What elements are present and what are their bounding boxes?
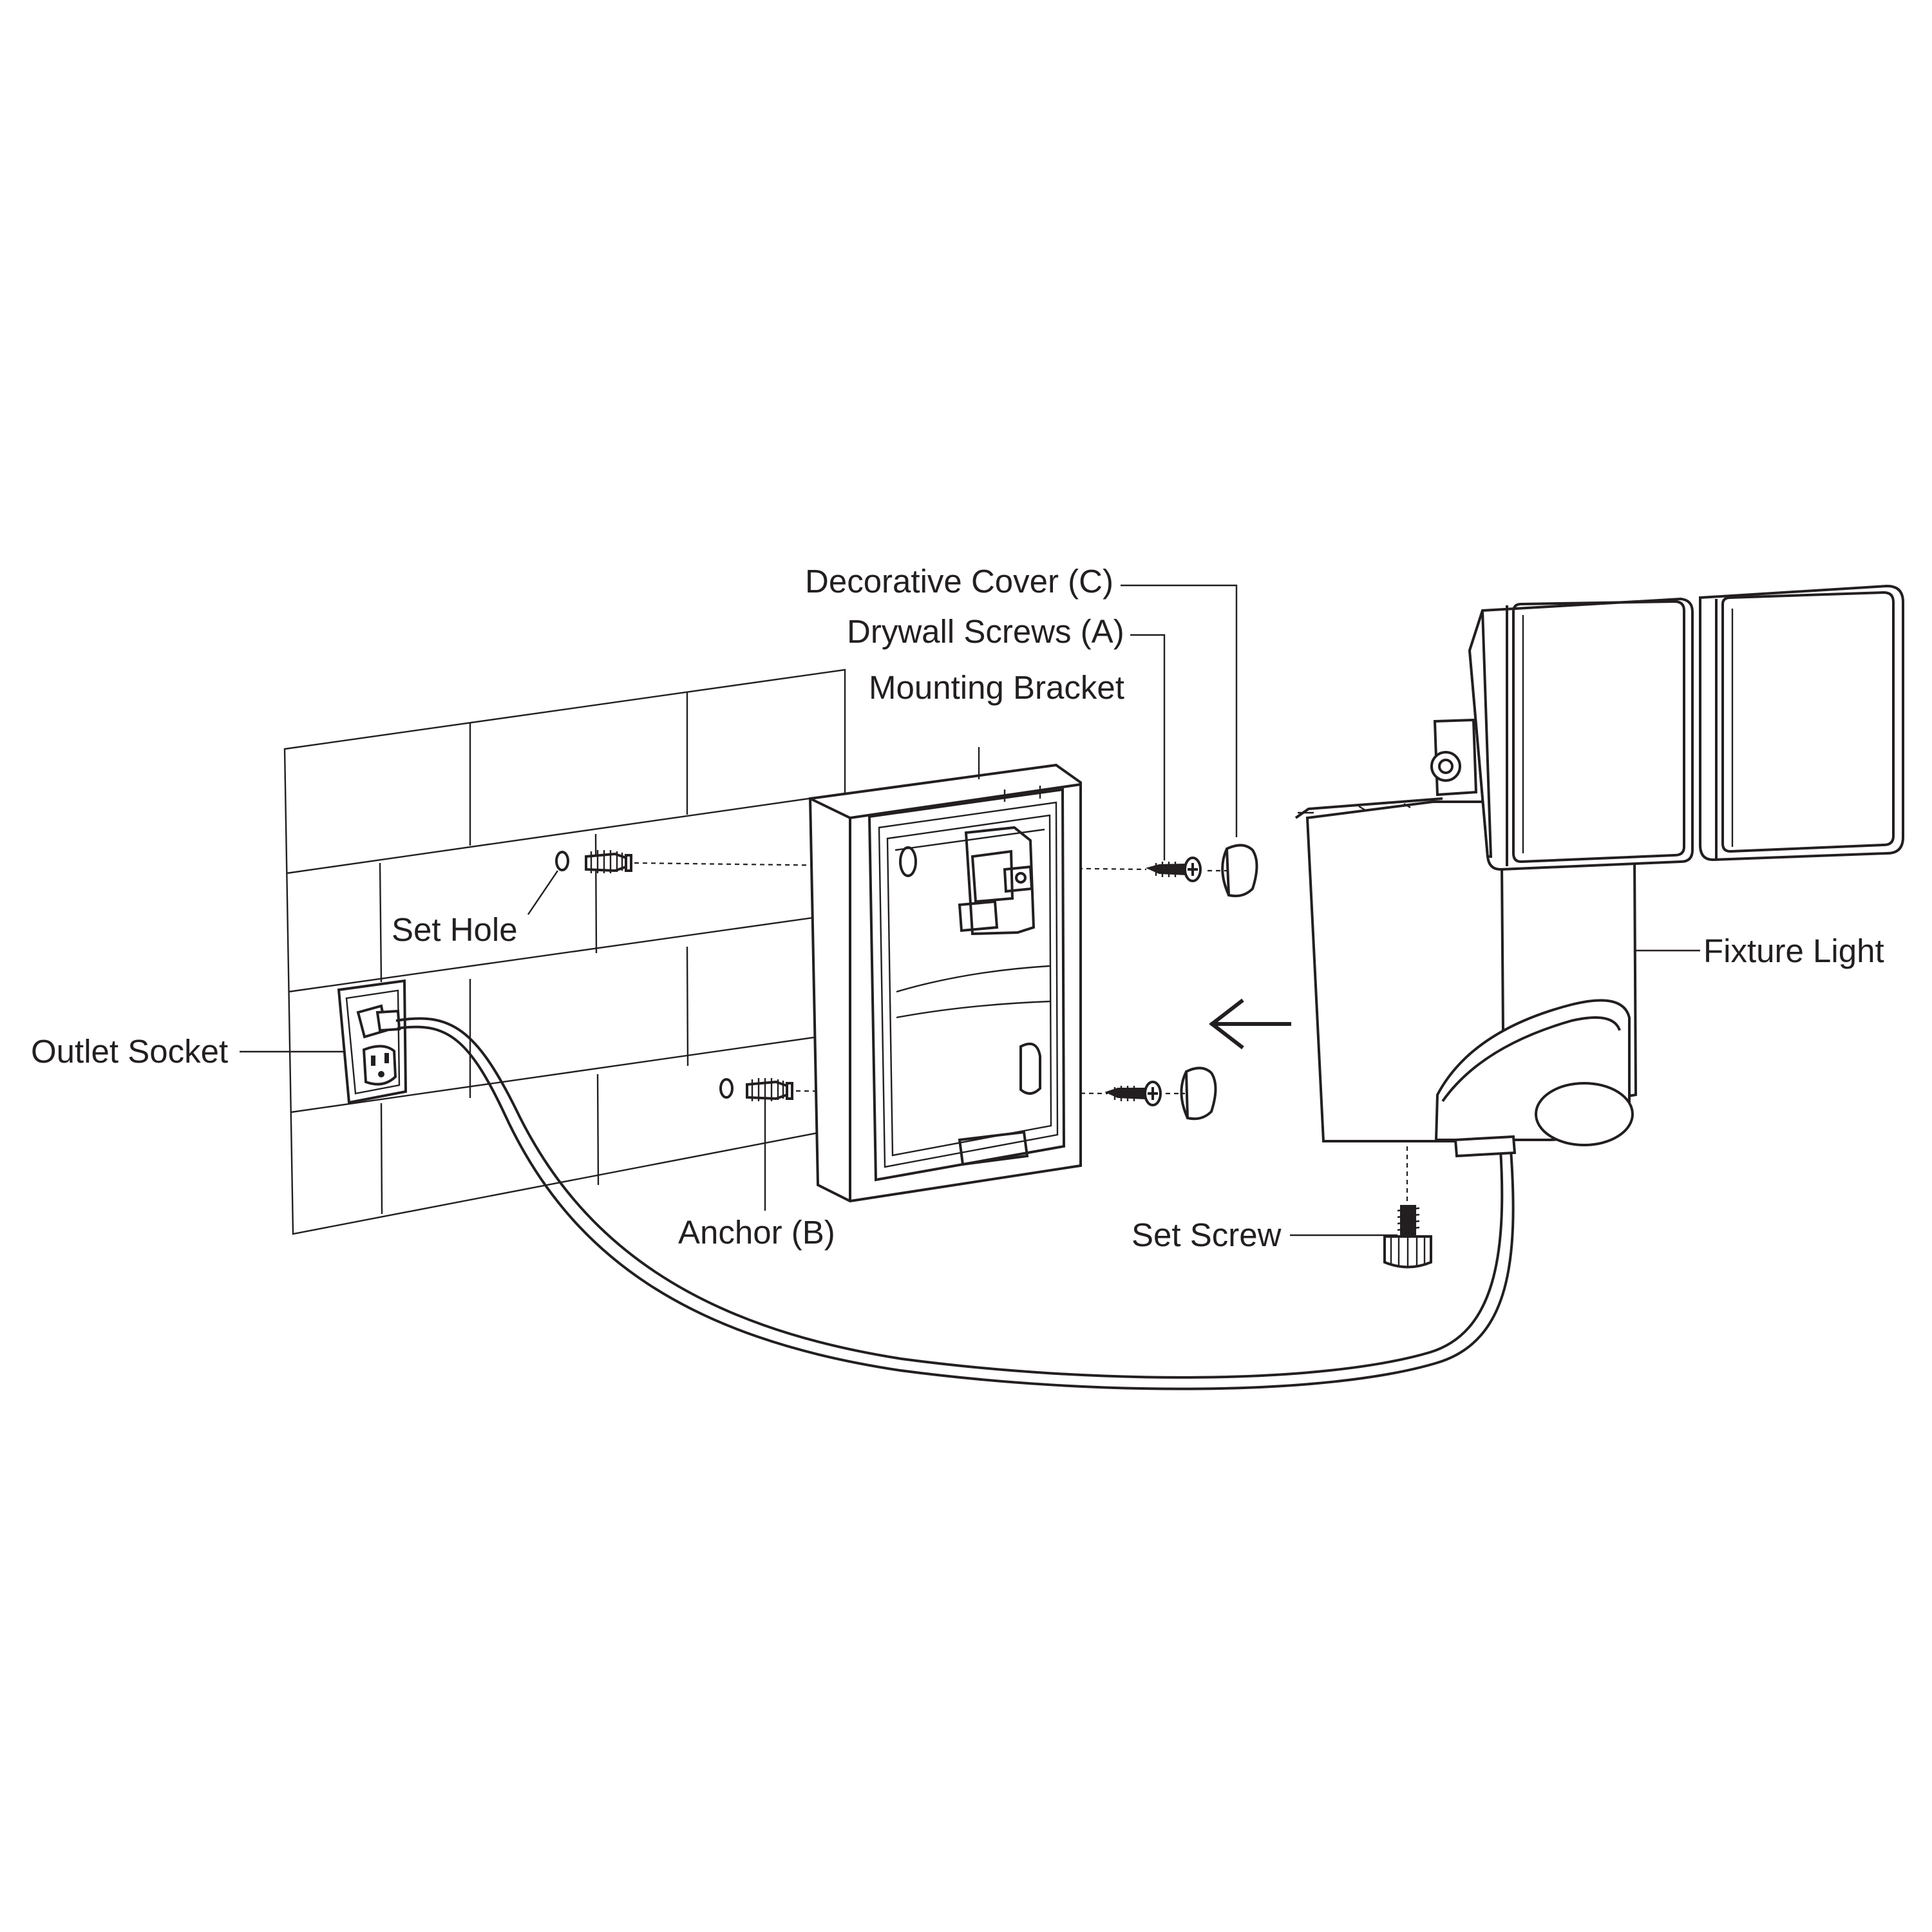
label-set-screw: Set Screw [1132, 1217, 1282, 1253]
fixture-light-icon [1294, 584, 1904, 1158]
label-decorative-cover: Decorative Cover (C) [805, 563, 1113, 600]
label-outlet-socket: Outlet Socket [31, 1033, 228, 1070]
wall-icon [283, 668, 846, 1235]
anchor-icon [746, 1078, 793, 1101]
label-fixture-light: Fixture Light [1703, 933, 1884, 969]
power-cord-icon [395, 1017, 1515, 1390]
anchor-icon [585, 850, 632, 873]
decorative-cover-icon [1180, 1066, 1217, 1121]
leader-lines [240, 584, 1700, 1236]
decorative-cover-icon [1221, 844, 1258, 898]
drywall-screw-icon [1146, 857, 1202, 882]
label-mounting-bracket: Mounting Bracket [869, 669, 1124, 706]
outlet-icon [337, 979, 408, 1104]
set-screw-icon [1383, 1205, 1432, 1269]
label-anchor: Anchor (B) [678, 1214, 835, 1251]
label-drywall-screws: Drywall Screws (A) [847, 613, 1124, 650]
drywall-screw-icon [1104, 1081, 1162, 1106]
mounting-bracket-icon [808, 763, 1082, 1203]
arrow-left-icon [1209, 998, 1291, 1050]
label-set-hole: Set Hole [392, 911, 518, 948]
set-hole-icon [555, 851, 734, 1099]
